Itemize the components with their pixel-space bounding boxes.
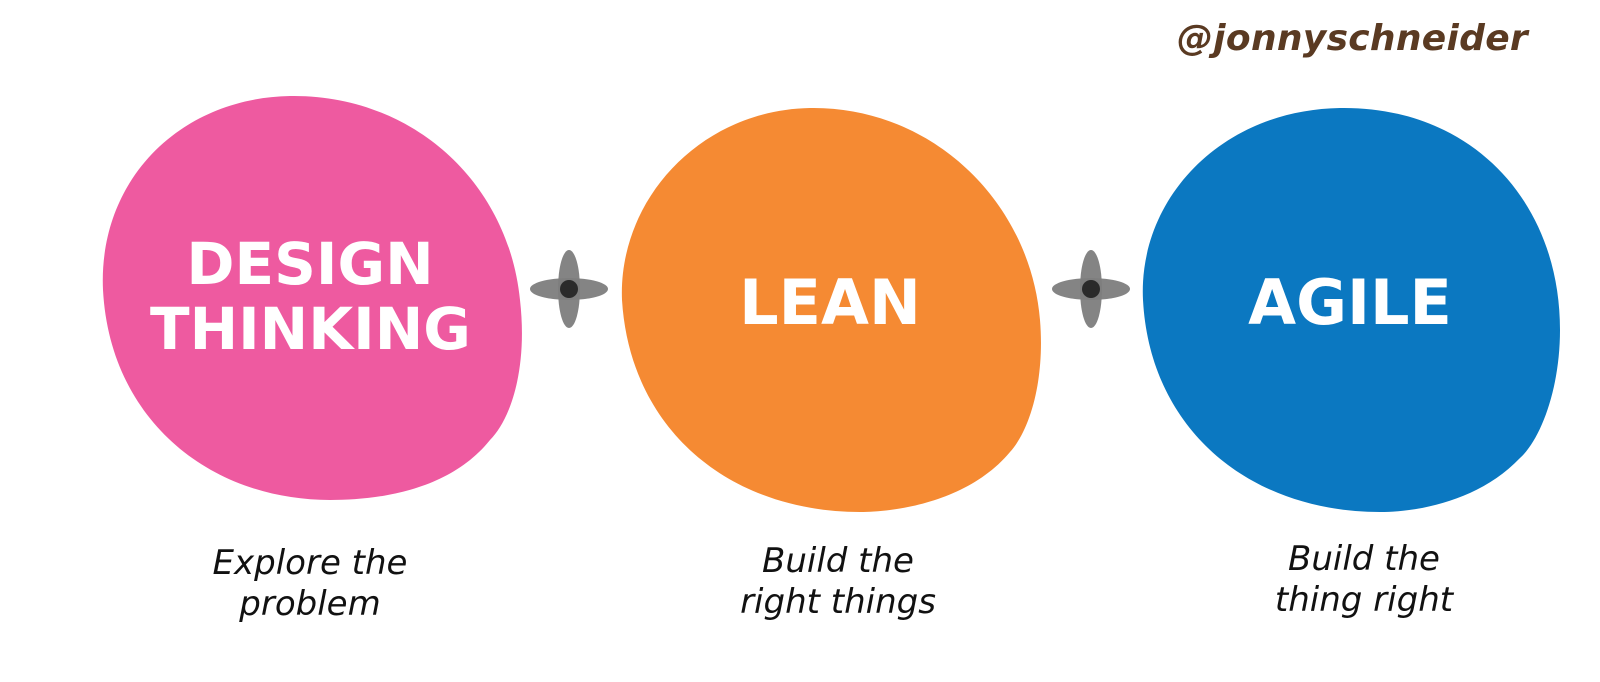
agile-label: AGILE — [1248, 266, 1452, 339]
lean-label: LEAN — [739, 266, 921, 339]
design-thinking-blob — [102, 95, 522, 501]
plus-icon — [1052, 250, 1130, 328]
author-handle: @jonnyschneider — [1176, 18, 1528, 59]
lean-blob — [621, 107, 1041, 512]
lean-caption: Build the right things — [740, 541, 936, 622]
design-thinking-caption: Explore the problem — [212, 543, 408, 624]
agile-blob — [1142, 107, 1560, 512]
design-thinking-label: DESIGN THINKING — [150, 230, 471, 363]
agile-caption: Build the thing right — [1274, 539, 1454, 620]
plus-icon — [530, 250, 608, 328]
